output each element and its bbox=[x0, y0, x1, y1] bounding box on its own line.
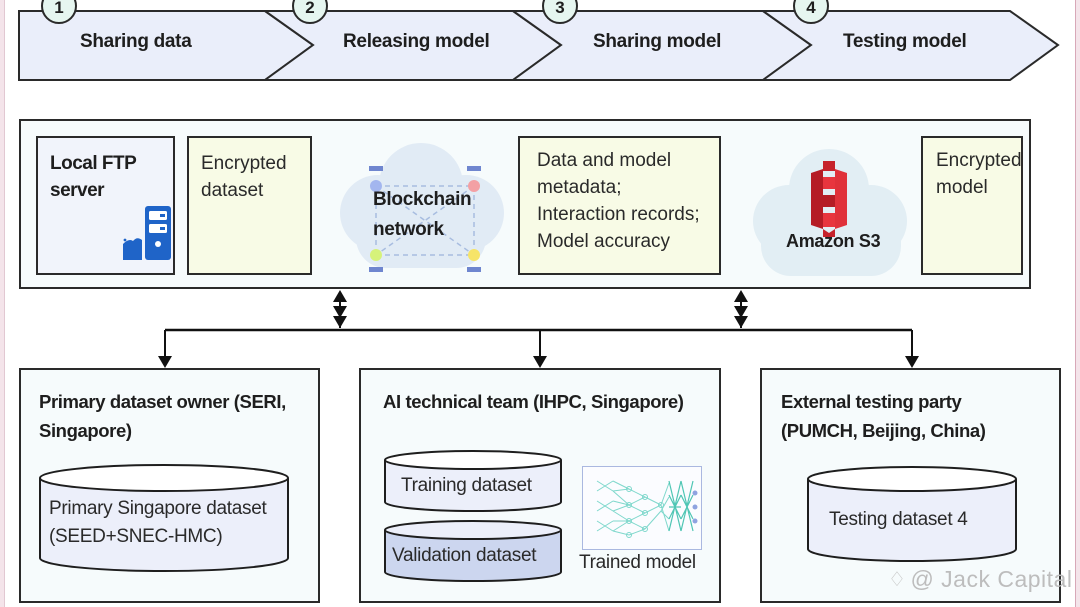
server-icon bbox=[123, 206, 171, 260]
arrowhead-down bbox=[734, 316, 748, 328]
primary-singapore-dataset-cylinder: Primary Singapore dataset (SEED+SNEC-HMC… bbox=[39, 464, 289, 574]
step-label: Releasing model bbox=[343, 31, 490, 52]
encrypted-dataset-line: dataset bbox=[201, 180, 264, 201]
party-title-line: Singapore) bbox=[39, 420, 132, 441]
database-cylinder-icon bbox=[384, 520, 562, 582]
blockchain-network-label: Blockchain network bbox=[373, 185, 472, 245]
validation-dataset-label: Validation dataset bbox=[392, 545, 537, 566]
party-title-line: External testing party bbox=[781, 391, 962, 412]
local-ftp-server-card: Local FTP server bbox=[36, 136, 175, 275]
encrypted-dataset-card: Encrypted dataset bbox=[187, 136, 312, 275]
step-label: Sharing model bbox=[593, 31, 722, 52]
left-frame-edge bbox=[0, 0, 5, 607]
amazon-s3-cloud bbox=[753, 149, 907, 276]
arrowhead-down bbox=[158, 356, 172, 368]
arrowhead-up bbox=[734, 290, 748, 302]
training-dataset-label: Training dataset bbox=[401, 475, 532, 496]
arrowhead-down bbox=[333, 306, 347, 318]
metadata-line: Interaction records; bbox=[537, 204, 700, 225]
encrypted-model-line: model bbox=[936, 177, 988, 198]
trained-model-image bbox=[582, 466, 702, 550]
step-number-badge: 4 bbox=[793, 0, 829, 24]
ai-technical-team-panel: AI technical team (IHPC, Singapore) Trai… bbox=[359, 368, 721, 603]
metadata-card: Data and model metadata; Interaction rec… bbox=[518, 136, 721, 275]
trained-model-label: Trained model bbox=[579, 552, 696, 573]
ftp-label-line: server bbox=[50, 180, 105, 201]
party-title: External testing party (PUMCH, Beijing, … bbox=[781, 387, 986, 445]
watermark-text: @ Jack Capital bbox=[910, 566, 1073, 592]
party-title: Primary dataset owner (SERI, Singapore) bbox=[39, 387, 286, 445]
party-title-line: Primary dataset owner (SERI, bbox=[39, 391, 286, 412]
database-cylinder-icon bbox=[384, 450, 562, 512]
ftp-label-line: Local FTP bbox=[50, 153, 137, 174]
validation-dataset-cylinder: Validation dataset bbox=[384, 520, 562, 584]
training-dataset-cylinder: Training dataset bbox=[384, 450, 562, 514]
right-frame-edge bbox=[1075, 0, 1080, 607]
arrowhead-up bbox=[333, 290, 347, 302]
watermark-logo-icon: ♢ bbox=[888, 569, 907, 591]
database-cylinder-icon bbox=[39, 464, 289, 572]
amazon-s3-label: Amazon S3 bbox=[786, 231, 881, 251]
dataset-label: Primary Singapore dataset (SEED+SNEC-HMC… bbox=[49, 495, 267, 551]
infrastructure-panel: Local FTP server Encrypted dataset bbox=[19, 119, 1031, 289]
metadata-line: Data and model bbox=[537, 150, 672, 171]
party-title: AI technical team (IHPC, Singapore) bbox=[383, 391, 684, 412]
arrowhead-down bbox=[333, 316, 347, 328]
blockchain-label-line: network bbox=[373, 219, 444, 240]
testing-dataset-cylinder: Testing dataset 4 bbox=[807, 466, 1017, 563]
dataset-label-line: (SEED+SNEC-HMC) bbox=[49, 526, 223, 547]
metadata-line: metadata; bbox=[537, 177, 622, 198]
blockchain-label-line: Blockchain bbox=[373, 189, 472, 210]
database-cylinder-icon bbox=[807, 466, 1017, 562]
external-testing-party-panel: External testing party (PUMCH, Beijing, … bbox=[760, 368, 1061, 603]
arrowhead-down bbox=[734, 306, 748, 318]
step-label: Testing model bbox=[843, 31, 967, 52]
primary-dataset-owner-panel: Primary dataset owner (SERI, Singapore) … bbox=[19, 368, 320, 603]
dataset-label-line: Primary Singapore dataset bbox=[49, 498, 267, 519]
chevron-step-4 bbox=[759, 10, 1060, 81]
connector-arrows bbox=[158, 290, 919, 368]
testing-dataset-label: Testing dataset 4 bbox=[829, 509, 968, 530]
encrypted-model-line: Encrypted bbox=[936, 150, 1022, 171]
amazon-s3-icon bbox=[811, 161, 847, 237]
step-label: Sharing data bbox=[80, 31, 192, 52]
process-steps: 1 2 3 4 Sharing data Releasing model Sha… bbox=[0, 0, 1080, 100]
encrypted-dataset-line: Encrypted bbox=[201, 153, 287, 174]
chevron-arrows bbox=[18, 10, 1060, 81]
neural-network-icon bbox=[596, 480, 698, 538]
arrowhead-down bbox=[533, 356, 547, 368]
metadata-line: Model accuracy bbox=[537, 231, 671, 252]
encrypted-model-card: Encrypted model bbox=[921, 136, 1023, 275]
blockchain-network-icon bbox=[340, 143, 504, 272]
party-title-line: (PUMCH, Beijing, China) bbox=[781, 420, 986, 441]
arrowhead-down bbox=[905, 356, 919, 368]
watermark: ♢ @ Jack Capital bbox=[888, 566, 1072, 593]
